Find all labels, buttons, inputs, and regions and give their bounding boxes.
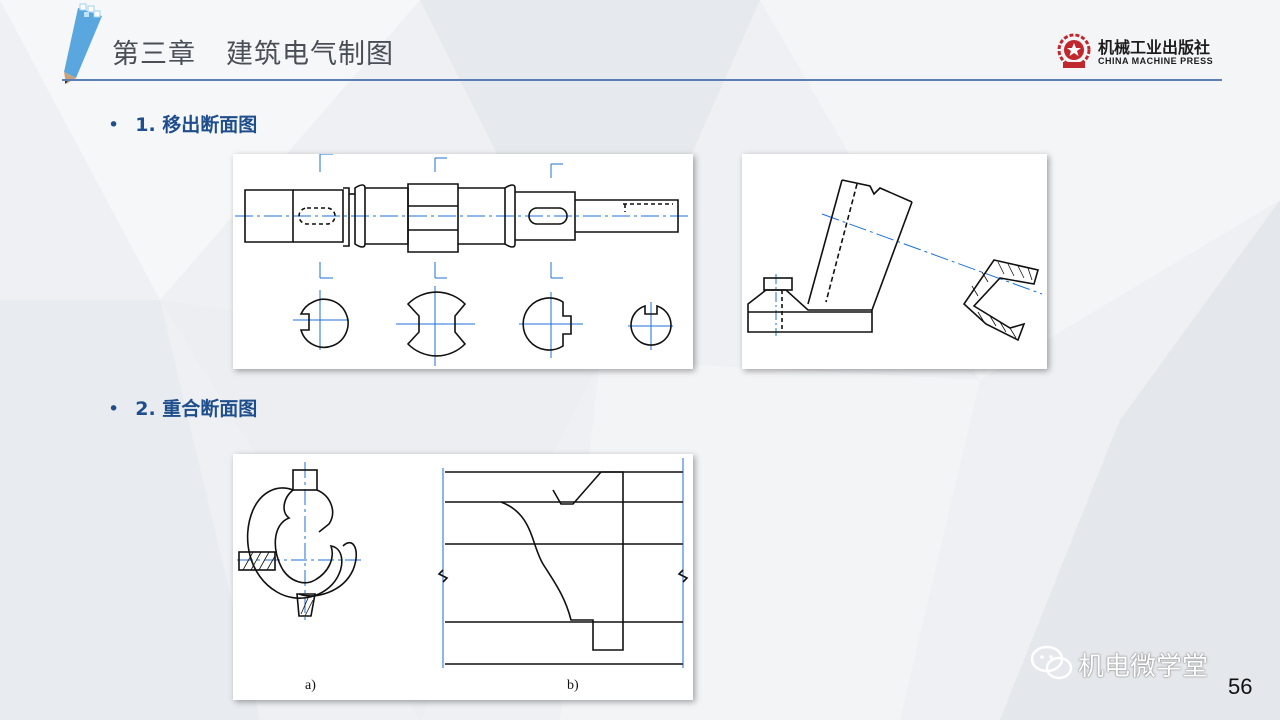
- figure-coincident-sections: [233, 454, 693, 700]
- figure-inclined-section: [742, 154, 1047, 369]
- publisher-name-en: CHINA MACHINE PRESS: [1098, 56, 1214, 66]
- caption-b: b): [567, 678, 579, 693]
- header-divider: [62, 79, 1222, 81]
- publisher-logo: 机械工业出版社 CHINA MACHINE PRESS: [1054, 32, 1224, 72]
- section-heading-1: • 1. 移出断面图: [108, 110, 257, 137]
- figure-shaft-removed-sections: [233, 154, 693, 369]
- chapter-label: 第三章: [112, 39, 196, 70]
- chapter-title: 建筑电气制图: [226, 39, 394, 70]
- watermark-text: 机电微学堂: [1078, 652, 1209, 682]
- bullet-marker: •: [108, 398, 120, 420]
- publisher-emblem-icon: [1057, 33, 1091, 68]
- section-heading-2: • 2. 重合断面图: [108, 394, 257, 421]
- wechat-icon: [1030, 645, 1073, 680]
- pencil-icon: [64, 3, 102, 84]
- section-label: 1. 移出断面图: [135, 114, 258, 136]
- publisher-name-cn: 机械工业出版社: [1098, 38, 1211, 57]
- watermark: 机电微学堂: [1030, 644, 1230, 684]
- page-title: 第三章建筑电气制图: [112, 32, 394, 71]
- bullet-marker: •: [108, 114, 120, 136]
- caption-a: a): [305, 678, 316, 693]
- section-label: 2. 重合断面图: [135, 398, 258, 420]
- page-number: 56: [1228, 674, 1253, 699]
